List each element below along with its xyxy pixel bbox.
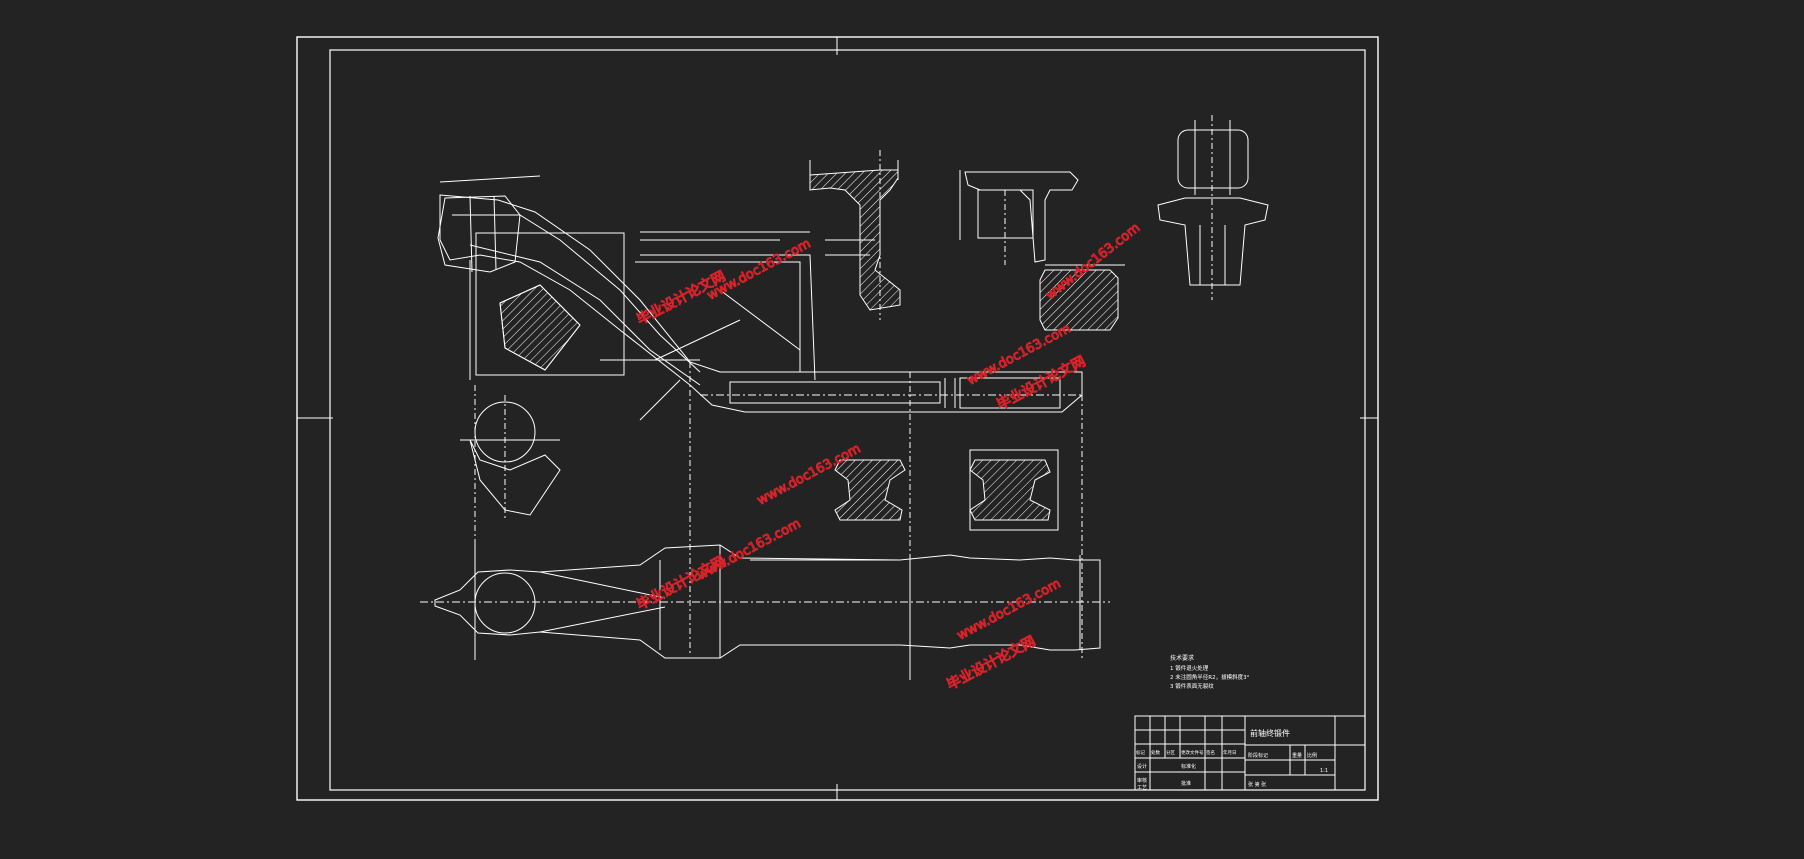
watermark-url-4: www.doc163.com [695,516,803,583]
part-name: 前轴终锻件 [1250,728,1290,738]
section-h-1 [834,459,906,521]
process-label: 工艺 [1137,785,1147,791]
checker-label: 审核 [1137,777,1147,784]
watermark-url-5: www.doc163.com [955,576,1063,643]
title-block [1134,715,1366,791]
standardization-label: 标准化 [1181,763,1196,770]
section-i-beam [809,150,901,320]
section-t [959,170,1079,265]
header-cell-1: 标记 [1136,749,1145,756]
header-cell-2: 处数 [1151,749,1160,756]
section-h-2 [969,449,1059,531]
tech-notes-heading: 技术要求 [1170,654,1194,662]
watermark-cn-4: 毕业设计论文网 [944,633,1038,693]
section-a [499,284,581,371]
tech-notes: 技术要求 1 锻件退火处理 2 未注圆角半径R2，拔模斜度3° 3 锻件表面无裂… [1170,654,1250,690]
sheet-border [296,36,1379,801]
section-b [1039,264,1125,331]
tech-note-3: 3 锻件表面无裂纹 [1170,682,1214,690]
scale-label: 比例 [1307,752,1317,759]
tech-note-2: 2 未注圆角半径R2，拔模斜度3° [1170,673,1250,681]
approval-label: 批准 [1181,780,1191,787]
scale-value: 1:1 [1320,768,1328,774]
sheet-label: 张 第 张 [1248,781,1266,788]
header-cell-3: 分区 [1166,749,1175,756]
stage-label: 阶段标记 [1248,752,1268,759]
header-cell-6: 年月日 [1223,749,1237,756]
title-block-text: 前轴终锻件 标记 处数 分区 更改文件号 签名 年月日 设计 标准化 审核 工艺… [1136,728,1328,791]
header-cell-4: 更改文件号 [1181,749,1204,756]
top-view [437,175,1083,660]
detail-left [460,395,561,520]
side-view [1157,115,1269,300]
front-view [420,544,1110,680]
header-cell-5: 签名 [1206,749,1215,756]
designer-label: 设计 [1137,763,1147,770]
tech-note-1: 1 锻件退火处理 [1170,664,1209,672]
weight-label: 重量 [1292,752,1302,759]
